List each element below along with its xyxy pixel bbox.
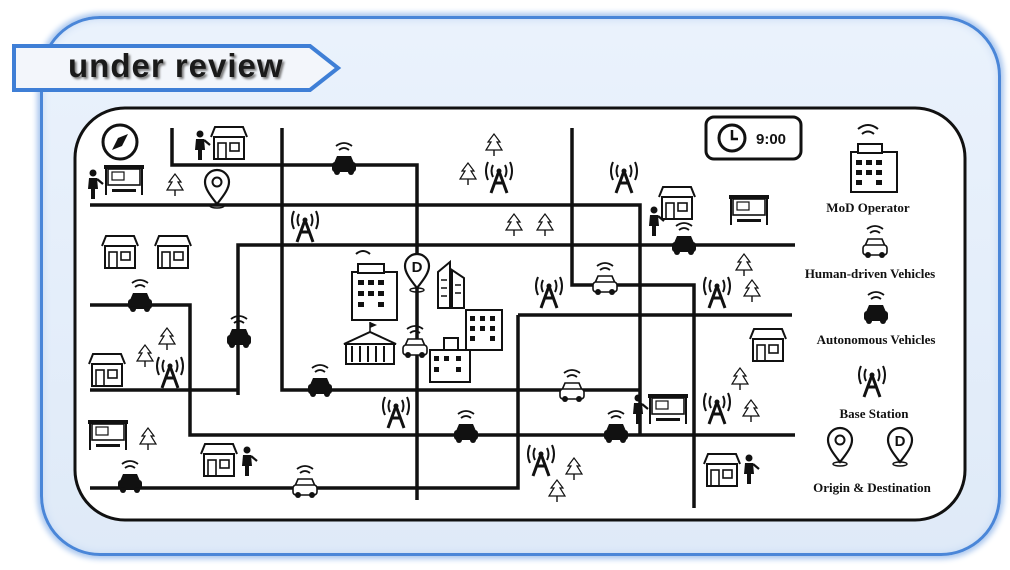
- house-icon: [101, 235, 139, 269]
- skyscraper-icon: [437, 259, 465, 309]
- clock-icon: [704, 115, 803, 161]
- legend-human-driven-label: Human-driven Vehicles: [805, 266, 935, 281]
- office-building-icon: [429, 337, 471, 383]
- house-icon: [749, 328, 787, 362]
- house-icon: [658, 186, 696, 220]
- house-icon: [200, 443, 238, 477]
- house-icon: [88, 353, 126, 387]
- banner-tag: [12, 44, 342, 92]
- compass-icon: [101, 123, 139, 161]
- banner-label: under review: [68, 47, 284, 84]
- legend: MoD Operator Human-driven Vehicles Auton…: [805, 124, 936, 495]
- legend-origin-destination-label: Origin & Destination: [813, 480, 931, 495]
- legend-autonomous-label: Autonomous Vehicles: [817, 332, 936, 347]
- office-building-icon: [351, 250, 398, 321]
- office-building-icon: [465, 309, 503, 351]
- legend-base-station-label: Base Station: [840, 406, 910, 421]
- house-icon: [154, 235, 192, 269]
- legend-destination-letter: D: [895, 433, 906, 450]
- house-icon: [703, 453, 741, 487]
- mod-operator-icon: [850, 124, 898, 193]
- destination-letter: D: [412, 259, 423, 276]
- clock-time: 9:00: [756, 131, 786, 148]
- legend-operator-label: MoD Operator: [826, 200, 910, 215]
- government-building-icon: [343, 322, 397, 365]
- house-icon: [210, 126, 248, 160]
